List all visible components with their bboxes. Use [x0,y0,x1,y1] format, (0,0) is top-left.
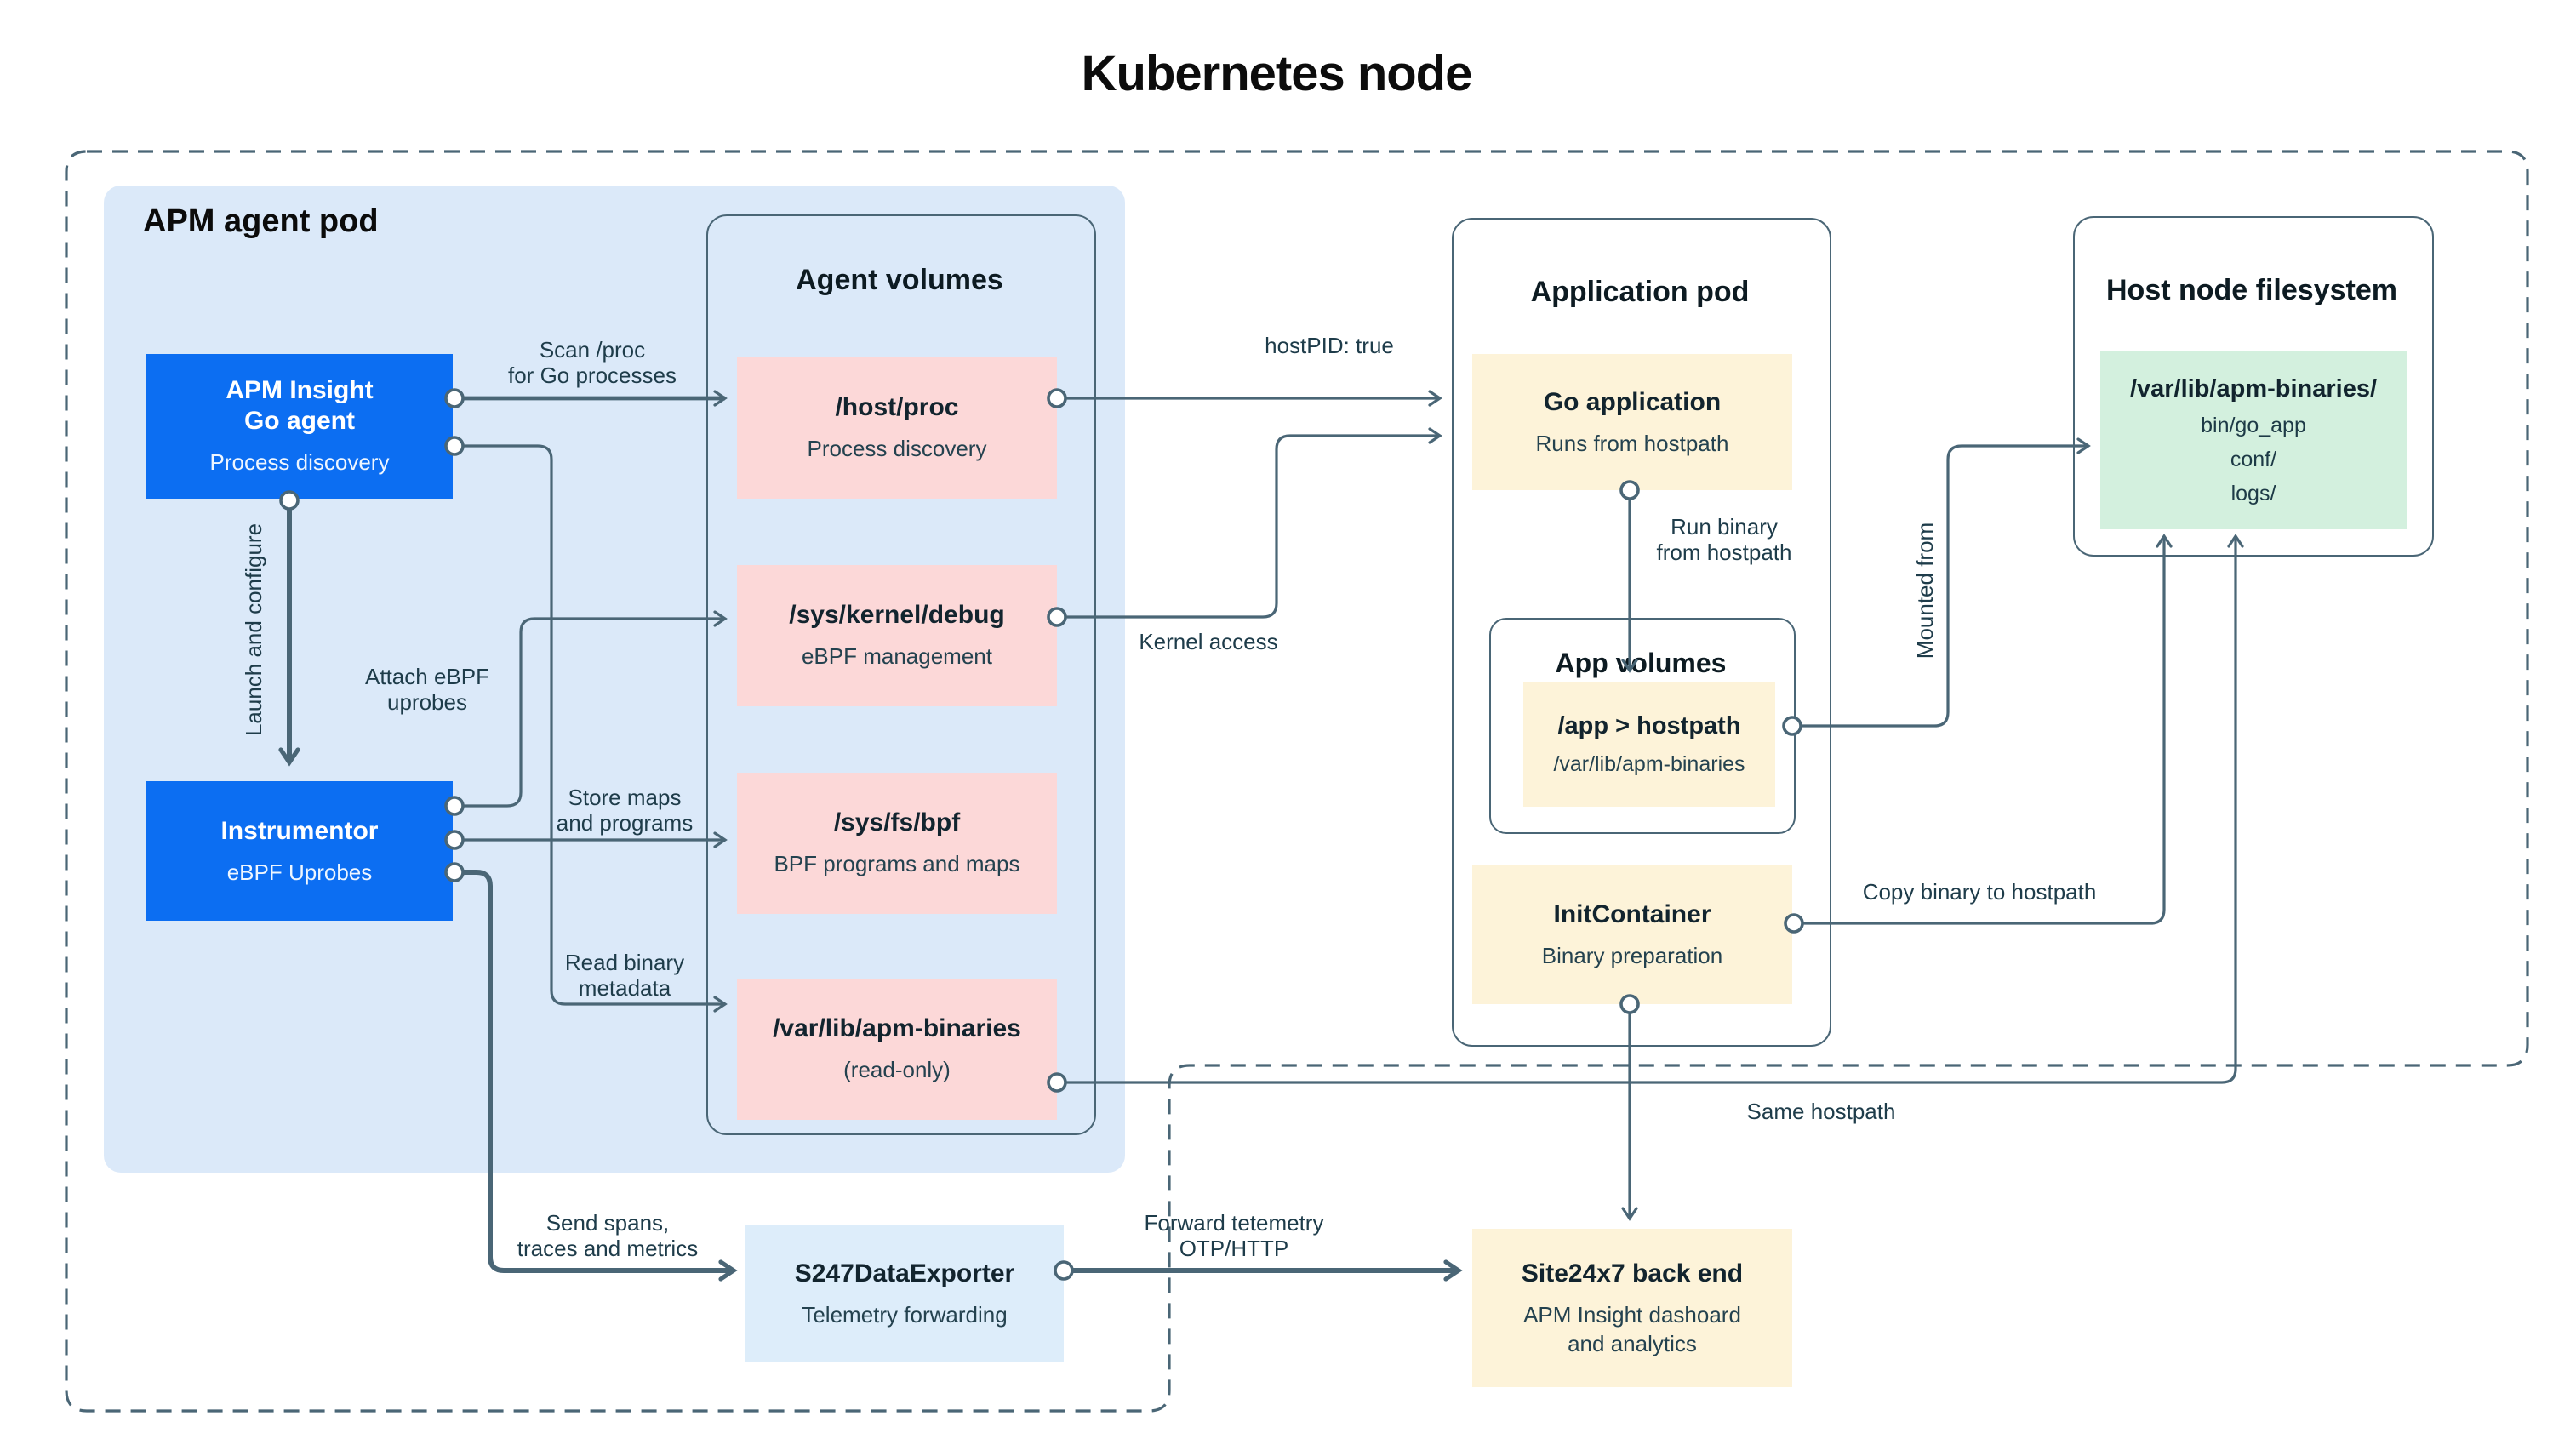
label-launch-configure: Launch and configure [241,522,266,737]
label-send-spans: Send spans,traces and metrics [517,1210,699,1261]
label-same-hostpath: Same hostpath [1746,1099,1896,1124]
label-kernel-access: Kernel access [1139,629,1278,654]
label-hostpid: hostPID: true [1265,333,1394,358]
diagram-title: Kubernetes node [1081,48,1473,102]
label-mounted-from: Mounted from [1912,522,1938,659]
label-copy-binary: Copy binary to hostpath [1862,879,2097,905]
